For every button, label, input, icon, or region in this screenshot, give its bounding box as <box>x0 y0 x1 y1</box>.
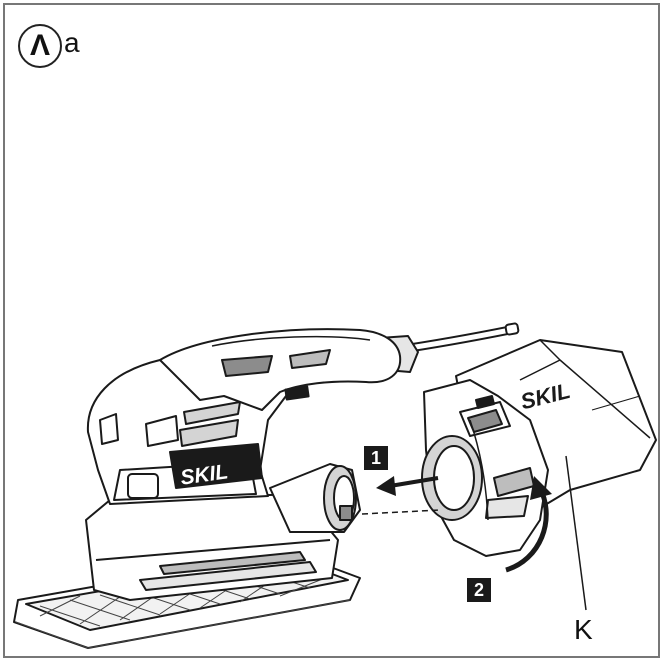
step-1-marker: 1 <box>364 446 388 470</box>
step-2-rotation-arrow <box>505 486 549 573</box>
step-1-arrow <box>389 476 439 488</box>
step-2-marker: 2 <box>467 578 491 602</box>
step-1-arrowhead <box>376 476 396 496</box>
callout-k-leader <box>565 455 587 611</box>
dust-box <box>421 339 657 557</box>
figure-identifier: Λ a <box>18 24 80 68</box>
step-2-arrowhead <box>530 476 552 500</box>
handle <box>159 328 402 411</box>
figure-suffix: a <box>64 27 80 58</box>
sander <box>13 322 520 649</box>
alignment-dashed-line <box>361 509 441 515</box>
callout-k-label: K <box>574 614 593 645</box>
figure-symbol: Λ <box>18 24 62 68</box>
